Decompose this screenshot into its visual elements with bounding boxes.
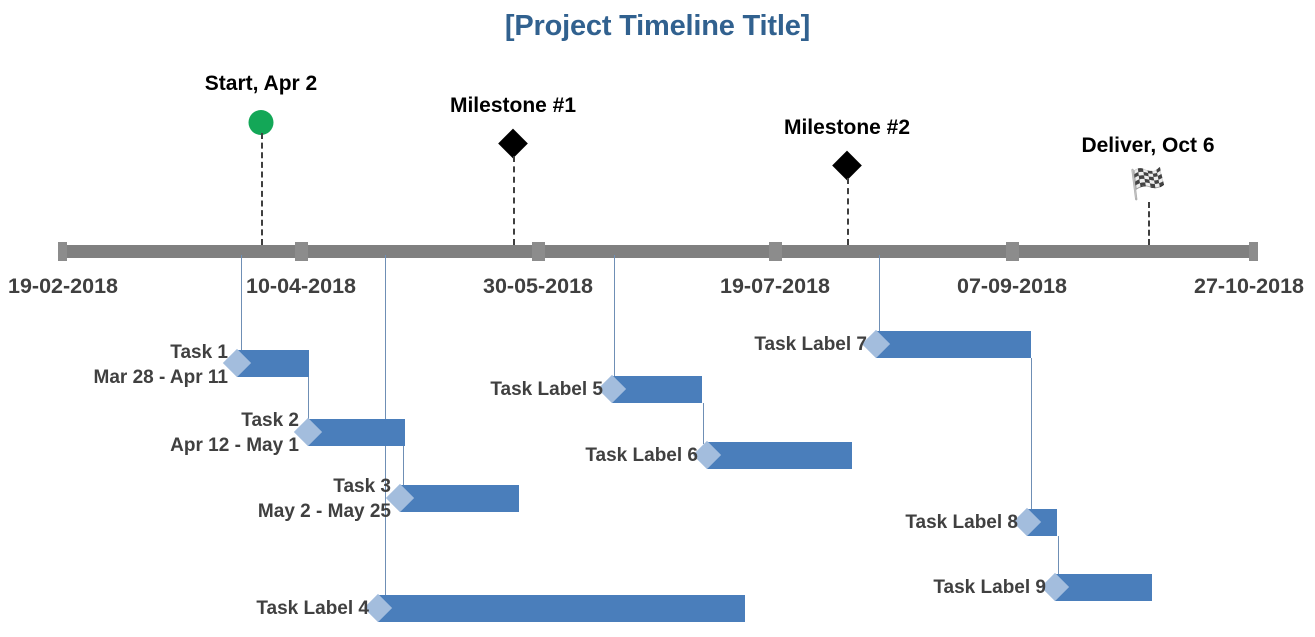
axis-date-label: 10-04-2018 xyxy=(246,274,356,298)
task-label-name: Task Label 4 xyxy=(256,598,369,619)
task-label-name: Task 1 xyxy=(170,342,228,363)
task-label[interactable]: Task Label 6 xyxy=(585,443,698,468)
task-connector-line xyxy=(1058,536,1059,576)
task-bar[interactable] xyxy=(400,485,519,512)
task-connector-line xyxy=(1031,358,1032,511)
task-label[interactable]: Task Label 7 xyxy=(754,332,867,357)
axis-tick xyxy=(295,242,308,261)
task-label-name: Task Label 9 xyxy=(933,577,1046,598)
task-label-dates: Mar 28 - Apr 11 xyxy=(93,367,228,388)
task-label-dates: May 2 - May 25 xyxy=(257,501,391,522)
task-connector-line xyxy=(403,446,404,487)
task-label-name: Task Label 8 xyxy=(905,512,1018,533)
milestone-label: Milestone #2 xyxy=(783,116,911,139)
axis-tick xyxy=(769,242,782,261)
task-connector-line xyxy=(879,255,880,333)
axis-track xyxy=(58,245,1258,258)
task-connector-line xyxy=(241,255,242,352)
axis-cap-start xyxy=(58,242,67,261)
task-label[interactable]: Task Label 4 xyxy=(256,596,369,621)
axis-date-label: 19-02-2018 xyxy=(8,274,118,298)
task-label[interactable]: Task Label 9 xyxy=(933,575,1046,600)
task-label-name: Task Label 7 xyxy=(754,334,867,355)
axis-date-label: 30-05-2018 xyxy=(483,274,593,298)
task-bar[interactable] xyxy=(1055,574,1152,601)
task-bar[interactable] xyxy=(612,376,702,403)
task-label[interactable]: Task Label 8 xyxy=(905,510,1018,535)
task-label-name: Task Label 5 xyxy=(490,379,603,400)
milestone-label: Start, Apr 2 xyxy=(204,72,318,95)
task-bar[interactable] xyxy=(876,331,1031,358)
axis-cap-end xyxy=(1249,242,1258,261)
diamond-marker-icon[interactable] xyxy=(832,150,862,181)
axis-date-label: 19-07-2018 xyxy=(720,274,830,298)
axis-tick xyxy=(1006,242,1019,261)
page-title: [Project Timeline Title] xyxy=(504,10,811,42)
task-label[interactable]: Task Label 5 xyxy=(490,377,603,402)
task-label-dates: Apr 12 - May 1 xyxy=(170,435,299,456)
milestone-label: Deliver, Oct 6 xyxy=(1081,134,1215,157)
axis-date-label: 27-10-2018 xyxy=(1194,274,1304,298)
milestone-label: Milestone #1 xyxy=(449,94,577,117)
task-bar[interactable] xyxy=(707,442,852,469)
diamond-marker-icon[interactable] xyxy=(498,128,528,159)
task-label[interactable]: Task 2 Apr 12 - May 1 xyxy=(170,408,299,458)
milestone-leader-line xyxy=(847,178,849,245)
task-connector-line xyxy=(614,255,615,378)
task-label-name: Task Label 6 xyxy=(585,445,698,466)
task-label-name: Task 3 xyxy=(333,476,391,497)
task-bar[interactable] xyxy=(308,419,405,446)
task-label-name: Task 2 xyxy=(241,410,299,431)
task-label[interactable]: Task 3 May 2 - May 25 xyxy=(258,474,391,524)
axis-tick xyxy=(532,242,545,261)
task-connector-line xyxy=(703,403,704,444)
milestone-leader-line xyxy=(1148,202,1150,245)
milestone-leader-line xyxy=(513,156,515,245)
circle-marker-icon[interactable] xyxy=(248,110,274,135)
task-label[interactable]: Task 1 Mar 28 - Apr 11 xyxy=(94,340,228,390)
milestone-leader-line xyxy=(261,133,263,245)
checkered-flag-icon[interactable]: 🏁 xyxy=(1129,168,1167,201)
axis-date-label: 07-09-2018 xyxy=(957,274,1067,298)
task-connector-line xyxy=(308,377,309,421)
task-bar[interactable] xyxy=(378,595,745,622)
